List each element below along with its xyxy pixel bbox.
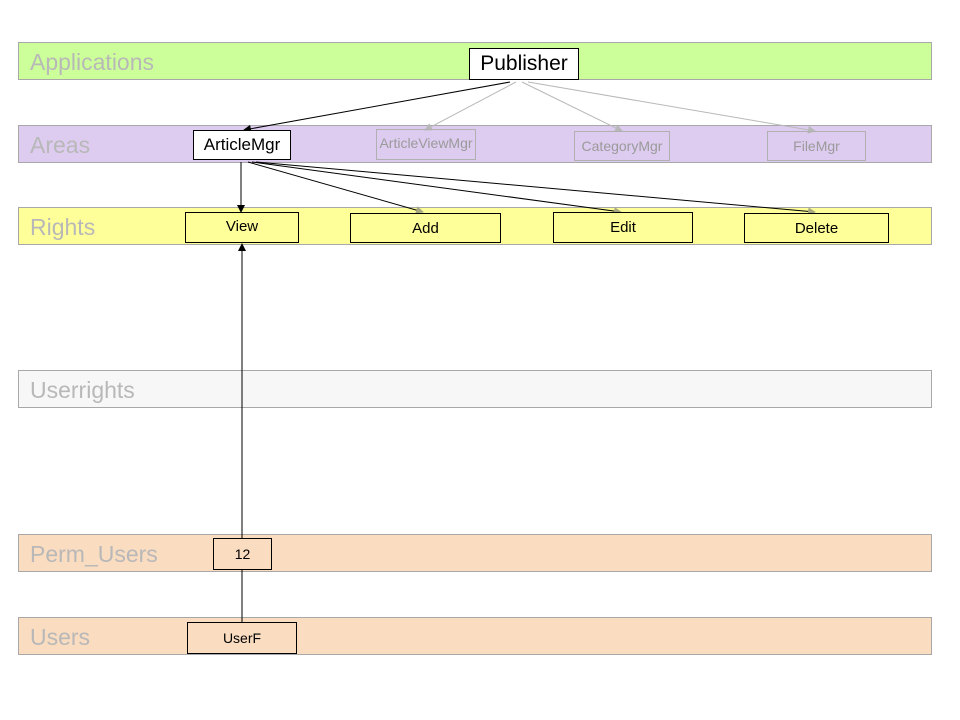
edge-publisher-articlemgr: [243, 81, 511, 133]
node-articleviewmgr[interactable]: ArticleViewMgr: [376, 129, 476, 160]
rights-layer-label: Rights: [30, 214, 96, 240]
users-layer: Users: [18, 617, 932, 655]
edge-publisher-categorymgr: [521, 81, 623, 132]
applications-layer-label: Applications: [30, 49, 155, 75]
perm-users-layer-label: Perm_Users: [30, 541, 158, 567]
userrights-layer: Userrights: [18, 370, 932, 408]
node-user-userf[interactable]: UserF: [187, 622, 297, 654]
node-articlemgr[interactable]: ArticleMgr: [193, 130, 291, 160]
users-layer-label: Users: [30, 624, 91, 650]
edge-articlemgr-add: [247, 161, 424, 214]
node-filemgr[interactable]: FileMgr: [767, 131, 866, 161]
userrights-layer-label: Userrights: [30, 377, 135, 403]
node-perm-user-12[interactable]: 12: [213, 538, 272, 570]
node-publisher[interactable]: Publisher: [469, 48, 579, 80]
perm-users-layer: Perm_Users: [18, 534, 932, 572]
edge-publisher-articleviewmgr: [424, 81, 517, 131]
edge-publisher-filemgr: [527, 81, 816, 134]
node-right-view[interactable]: View: [185, 212, 299, 243]
edge-articlemgr-delete: [255, 161, 816, 216]
node-categorymgr[interactable]: CategoryMgr: [574, 131, 670, 161]
node-right-add[interactable]: Add: [350, 213, 501, 243]
areas-layer-label: Areas: [30, 132, 91, 158]
edge-articlemgr-edit: [251, 161, 622, 216]
node-right-delete[interactable]: Delete: [744, 213, 889, 243]
node-right-edit[interactable]: Edit: [553, 212, 693, 243]
